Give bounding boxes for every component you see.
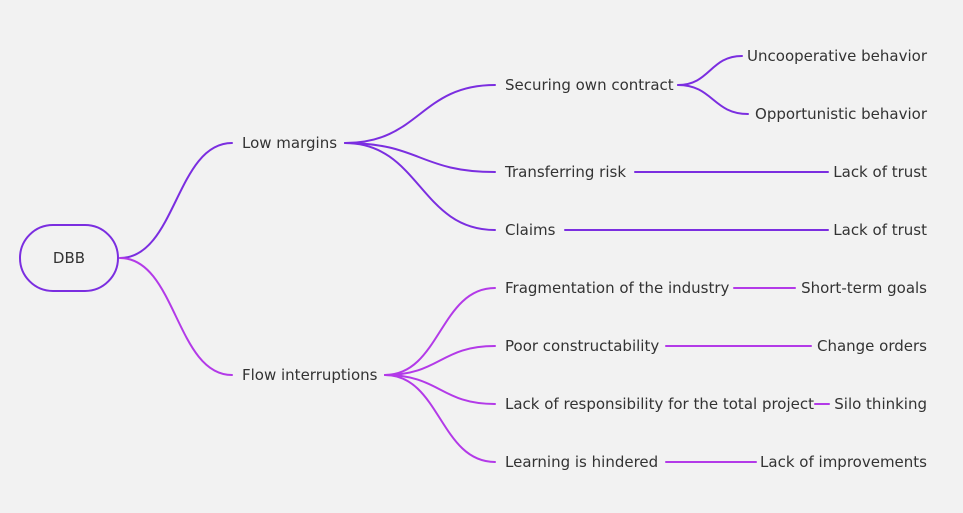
- connector-root-low-margins: [119, 142, 233, 259]
- connector-flow-learning: [384, 374, 496, 463]
- connector-securing-opportunistic: [677, 84, 749, 115]
- root-node-label: DBB: [52, 249, 86, 267]
- leaf-change-orders[interactable]: Change orders: [816, 337, 927, 355]
- node-lack-of-responsibility[interactable]: Lack of responsibility for the total pro…: [505, 395, 815, 413]
- connector-flow-responsibility: [384, 374, 496, 405]
- root-node[interactable]: DBB: [19, 224, 119, 292]
- node-fragmentation-of-the-industry[interactable]: Fragmentation of the industry: [505, 279, 730, 297]
- node-learning-is-hindered[interactable]: Learning is hindered: [505, 453, 659, 471]
- node-poor-constructability[interactable]: Poor constructability: [505, 337, 660, 355]
- connector-root-flow-interruptions: [119, 257, 233, 376]
- node-flow-interruptions[interactable]: Flow interruptions: [242, 366, 378, 384]
- node-claims[interactable]: Claims: [505, 221, 556, 239]
- leaf-lack-of-improvements[interactable]: Lack of improvements: [760, 453, 927, 471]
- leaf-lack-of-trust-risk[interactable]: Lack of trust: [833, 163, 927, 181]
- connector-flow-constructability: [384, 345, 496, 376]
- leaf-short-term-goals[interactable]: Short-term goals: [801, 279, 927, 297]
- connector-securing-uncooperative: [677, 55, 743, 86]
- node-transferring-risk[interactable]: Transferring risk: [505, 163, 627, 181]
- node-securing-own-contract[interactable]: Securing own contract: [505, 76, 674, 94]
- leaf-opportunistic-behavior[interactable]: Opportunistic behavior: [755, 105, 927, 123]
- connector-low-margins-risk: [344, 142, 496, 173]
- connector-low-margins-securing: [344, 84, 496, 144]
- leaf-uncooperative-behavior[interactable]: Uncooperative behavior: [747, 47, 927, 65]
- node-low-margins[interactable]: Low margins: [242, 134, 338, 152]
- leaf-lack-of-trust-claims[interactable]: Lack of trust: [833, 221, 927, 239]
- leaf-silo-thinking[interactable]: Silo thinking: [834, 395, 927, 413]
- connector-low-margins-claims: [344, 142, 496, 231]
- connector-flow-fragmentation: [384, 287, 496, 376]
